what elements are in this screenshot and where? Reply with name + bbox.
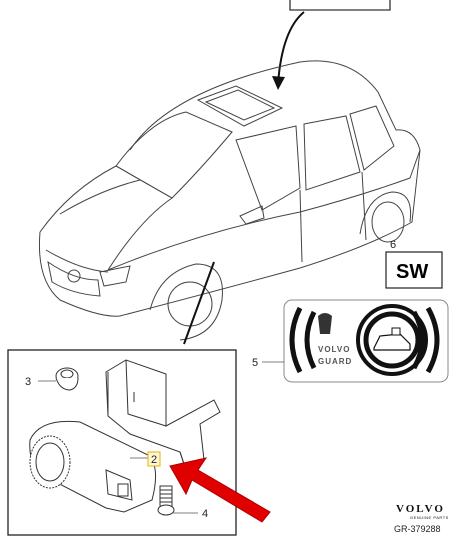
part-label-4: 4 — [202, 508, 208, 520]
part-label-2: 2 — [151, 454, 157, 466]
mounting-bracket — [105, 359, 221, 471]
roof-pointer-head — [272, 76, 285, 90]
guard-sign-line1: VOLVO — [318, 345, 350, 354]
car-illustration — [38, 60, 421, 341]
volvo-brand-sub: GENUINE PARTS — [410, 515, 449, 520]
top-box-fragment — [289, 0, 391, 11]
callout-pointer-line — [183, 261, 215, 345]
roof-pointer-line — [277, 11, 305, 85]
guard-sign-line2: GUARD — [318, 357, 352, 366]
sw-box-text: SW — [396, 261, 428, 283]
red-pointer-arrow — [169, 457, 271, 523]
part-2-highlight — [147, 451, 161, 467]
part-label-5: 5 — [252, 357, 258, 369]
siren-unit — [29, 420, 156, 513]
screw-part — [157, 485, 175, 516]
grommet-part — [55, 367, 79, 391]
part-label-6: 6 — [390, 239, 396, 251]
part-label-3: 3 — [25, 376, 31, 388]
volvo-guard-sign: VOLVO GUARD — [283, 299, 449, 383]
volvo-brand-logo: VOLVO — [396, 503, 445, 515]
sw-box — [385, 251, 443, 289]
reference-code: GR-379288 — [394, 524, 441, 534]
